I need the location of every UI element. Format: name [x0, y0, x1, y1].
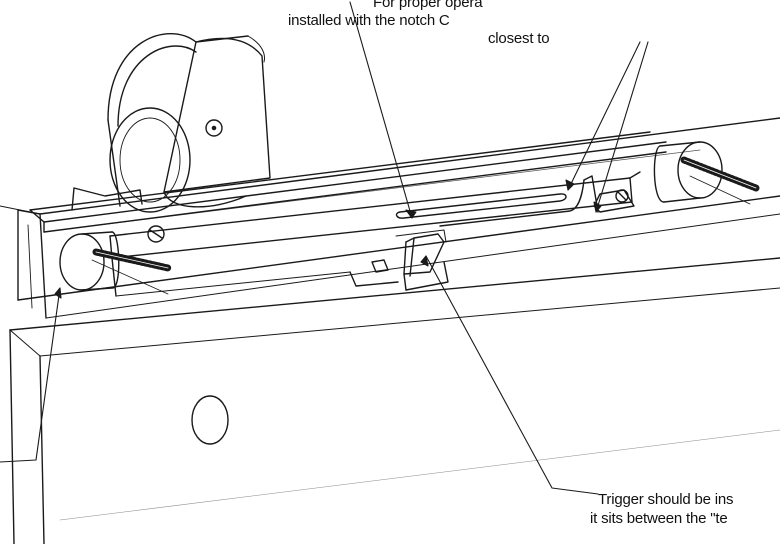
door-panel	[9, 257, 780, 544]
flat-track-bar	[29, 131, 667, 233]
stop-channel	[109, 171, 641, 297]
right-bracket	[593, 189, 635, 213]
roller-axle	[205, 119, 223, 137]
header-rail	[17, 117, 780, 319]
door-hole	[191, 395, 229, 445]
leader-lines	[0, 1, 649, 495]
notch-note-line3: closest to	[488, 30, 550, 47]
trigger-note-line2: it sits between the "te	[590, 510, 728, 527]
trigger	[349, 229, 449, 291]
notch-note-line1: For proper opera	[373, 0, 483, 11]
slotted-screw-left	[147, 225, 165, 243]
left-bolt	[59, 231, 172, 295]
roller-hanger	[71, 33, 271, 213]
right-bolt	[653, 141, 760, 205]
notch-slot	[395, 175, 599, 227]
roller-wheel	[109, 107, 191, 213]
notch-note-line2: installed with the notch C	[288, 12, 450, 29]
trigger-note-line1: Trigger should be ins	[598, 491, 734, 508]
